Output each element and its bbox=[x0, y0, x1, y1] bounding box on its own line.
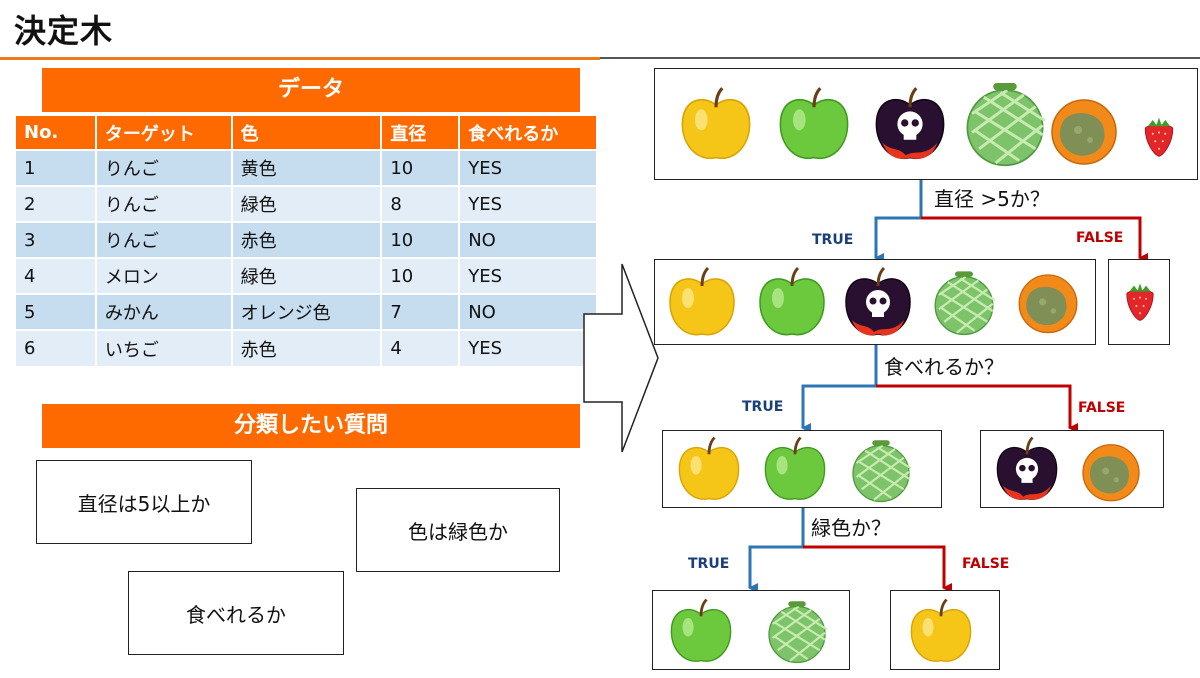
melon-icon bbox=[928, 264, 1000, 340]
apple-yellow-icon bbox=[672, 432, 746, 506]
table-cell: 10 bbox=[381, 257, 461, 294]
table-cell: 8 bbox=[381, 185, 461, 222]
apple-yellow-icon bbox=[904, 594, 978, 668]
table-header-row: No. ターゲット 色 直径 食べれるか bbox=[16, 116, 598, 150]
strawberry-icon bbox=[1134, 110, 1184, 160]
strawberry-icon bbox=[1116, 276, 1164, 324]
table-cell: 赤色 bbox=[231, 329, 383, 366]
table-cell: NO bbox=[459, 221, 598, 258]
true-label: TRUE bbox=[812, 232, 854, 248]
apple-green-icon bbox=[752, 262, 832, 342]
table-cell: 緑色 bbox=[231, 185, 383, 222]
poison-apple-icon bbox=[838, 262, 918, 342]
moldy-orange-icon bbox=[1012, 266, 1084, 338]
table-cell: YES bbox=[459, 257, 598, 294]
table-cell: 4 bbox=[16, 257, 97, 294]
table-cell: りんご bbox=[95, 185, 233, 222]
table-cell: 1 bbox=[16, 149, 97, 186]
table-cell: いちご bbox=[95, 329, 233, 366]
table-cell: オレンジ色 bbox=[231, 293, 383, 330]
title-divider-gray bbox=[600, 57, 1200, 59]
question-diameter-label: 直径 >5か？ bbox=[934, 187, 1050, 211]
table-cell: 黄色 bbox=[231, 149, 383, 186]
question-box-edible: 食べれるか bbox=[128, 571, 344, 655]
true-label: TRUE bbox=[688, 556, 730, 572]
apple-green-icon bbox=[664, 594, 738, 668]
apple-yellow-icon bbox=[662, 262, 742, 342]
table-cell: YES bbox=[459, 185, 598, 222]
table-cell: 5 bbox=[16, 293, 97, 330]
apple-yellow-icon bbox=[674, 82, 758, 166]
table-cell: YES bbox=[459, 149, 598, 186]
table-row: 6 いちご 赤色 4 YES bbox=[16, 329, 598, 366]
table-cell: YES bbox=[459, 329, 598, 366]
table-cell: 2 bbox=[16, 185, 97, 222]
apple-green-icon bbox=[758, 432, 832, 506]
table-cell: メロン bbox=[95, 257, 233, 294]
moldy-orange-icon bbox=[1076, 436, 1146, 506]
question-green-label: 緑色か？ bbox=[811, 516, 891, 540]
table-cell: りんご bbox=[95, 149, 233, 186]
col-header-no: No. bbox=[16, 116, 97, 150]
table-cell: NO bbox=[459, 293, 598, 330]
big-right-arrow bbox=[583, 263, 659, 453]
col-header-color: 色 bbox=[231, 116, 383, 150]
table-cell: 緑色 bbox=[231, 257, 383, 294]
table-cell: 10 bbox=[381, 149, 461, 186]
poison-apple-icon bbox=[868, 82, 952, 166]
poison-apple-icon bbox=[990, 432, 1064, 506]
table-row: 4 メロン 緑色 10 YES bbox=[16, 257, 598, 294]
col-header-target: ターゲット bbox=[95, 116, 233, 150]
melon-icon bbox=[846, 434, 916, 506]
false-label: FALSE bbox=[1076, 230, 1124, 246]
apple-green-icon bbox=[772, 82, 856, 166]
table-cell: りんご bbox=[95, 221, 233, 258]
table-cell: 3 bbox=[16, 221, 97, 258]
table-cell: 4 bbox=[381, 329, 461, 366]
table-cell: 10 bbox=[381, 221, 461, 258]
question-box-green: 色は緑色か bbox=[356, 488, 560, 572]
false-label: FALSE bbox=[962, 556, 1010, 572]
question-box-diameter: 直径は5以上か bbox=[36, 460, 252, 544]
data-table: No. ターゲット 色 直径 食べれるか 1 りんご 黄色 10 YES 2 り… bbox=[16, 116, 598, 366]
true-label: TRUE bbox=[742, 399, 784, 415]
moldy-orange-icon bbox=[1044, 90, 1124, 170]
questions-banner: 分類したい質問 bbox=[42, 404, 580, 448]
col-header-diameter: 直径 bbox=[381, 116, 461, 150]
title-divider-orange bbox=[0, 57, 600, 60]
table-cell: 7 bbox=[381, 293, 461, 330]
table-row: 2 りんご 緑色 8 YES bbox=[16, 185, 598, 222]
page-title: 決定木 bbox=[14, 12, 114, 50]
melon-icon bbox=[762, 594, 832, 668]
melon-icon bbox=[958, 76, 1052, 170]
table-cell: 赤色 bbox=[231, 221, 383, 258]
table-cell: 6 bbox=[16, 329, 97, 366]
false-label: FALSE bbox=[1078, 400, 1126, 416]
node-diameter-false bbox=[1108, 259, 1170, 345]
table-row: 5 みかん オレンジ色 7 NO bbox=[16, 293, 598, 330]
data-banner: データ bbox=[42, 68, 580, 112]
col-header-edible: 食べれるか bbox=[459, 116, 598, 150]
table-row: 1 りんご 黄色 10 YES bbox=[16, 149, 598, 186]
table-row: 3 りんご 赤色 10 NO bbox=[16, 221, 598, 258]
table-cell: みかん bbox=[95, 293, 233, 330]
question-edible-label: 食べれるか？ bbox=[884, 355, 1004, 379]
